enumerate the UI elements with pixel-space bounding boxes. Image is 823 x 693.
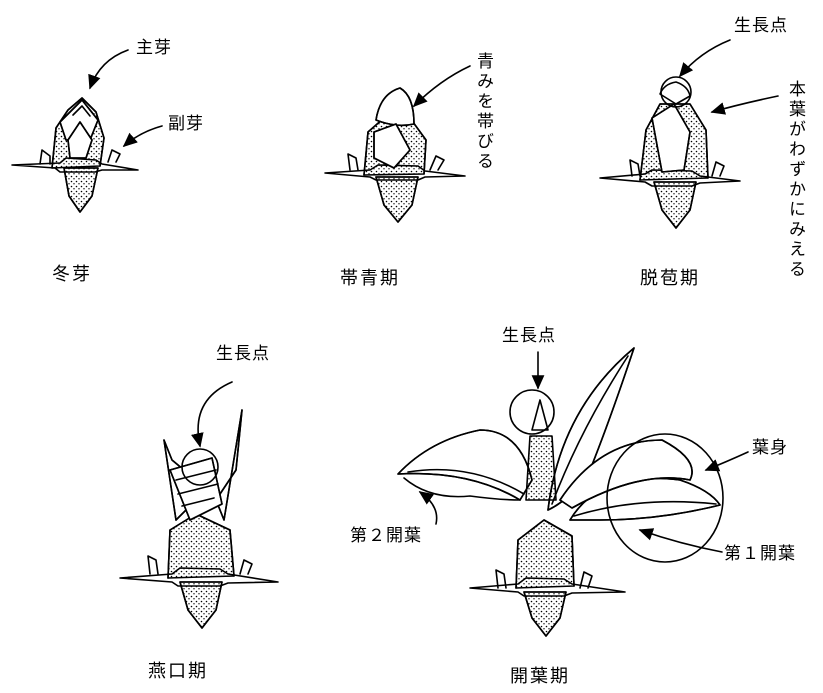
blade-label: 葉身 [752, 438, 788, 458]
growth-point-circle-3 [509, 389, 555, 435]
arrow-main-bud [88, 49, 129, 90]
main-bud-label: 主芽 [136, 38, 172, 58]
caption-bract-shedding: 脱苞期 [640, 268, 700, 289]
first-leaf-label: 第１開葉 [724, 544, 796, 564]
arrow-side-bud [122, 125, 163, 148]
caption-leaf-opening: 開葉期 [510, 666, 570, 687]
winter-bud-figure [11, 97, 139, 213]
leaf-opening-figure [397, 347, 721, 637]
leaf-visible-label: 本葉がわずかにみえる [785, 80, 805, 280]
growth-point-label-2: 生長点 [216, 344, 270, 364]
arrow-growth-point-1 [678, 39, 731, 78]
leader-arrows [88, 39, 779, 553]
growth-point-label-3: 生長点 [502, 326, 556, 346]
second-leaf-label: 第２開葉 [350, 526, 422, 546]
arrow-bluish [412, 65, 471, 108]
caption-bluish-stage: 帯青期 [340, 268, 400, 289]
growth-point-label-1: 生長点 [734, 16, 788, 36]
bluish-stage-figure [324, 87, 466, 223]
arrow-first-leaf [638, 528, 723, 553]
bluish-label: 青みを帯びる [473, 52, 493, 172]
side-bud-label: 副芽 [168, 114, 204, 134]
arrow-leaf-visible [710, 95, 779, 115]
growth-point-circle-2 [181, 448, 219, 486]
bract-shedding-figure [599, 81, 741, 229]
growth-point-circle [660, 76, 692, 108]
caption-swallow-mouth: 燕口期 [148, 661, 208, 682]
arrow-growth-point-2 [191, 381, 233, 448]
arrow-second-leaf [418, 491, 438, 525]
arrow-blade [704, 451, 749, 472]
first-leaf-circle [606, 433, 724, 563]
caption-winter-bud: 冬芽 [52, 264, 92, 285]
